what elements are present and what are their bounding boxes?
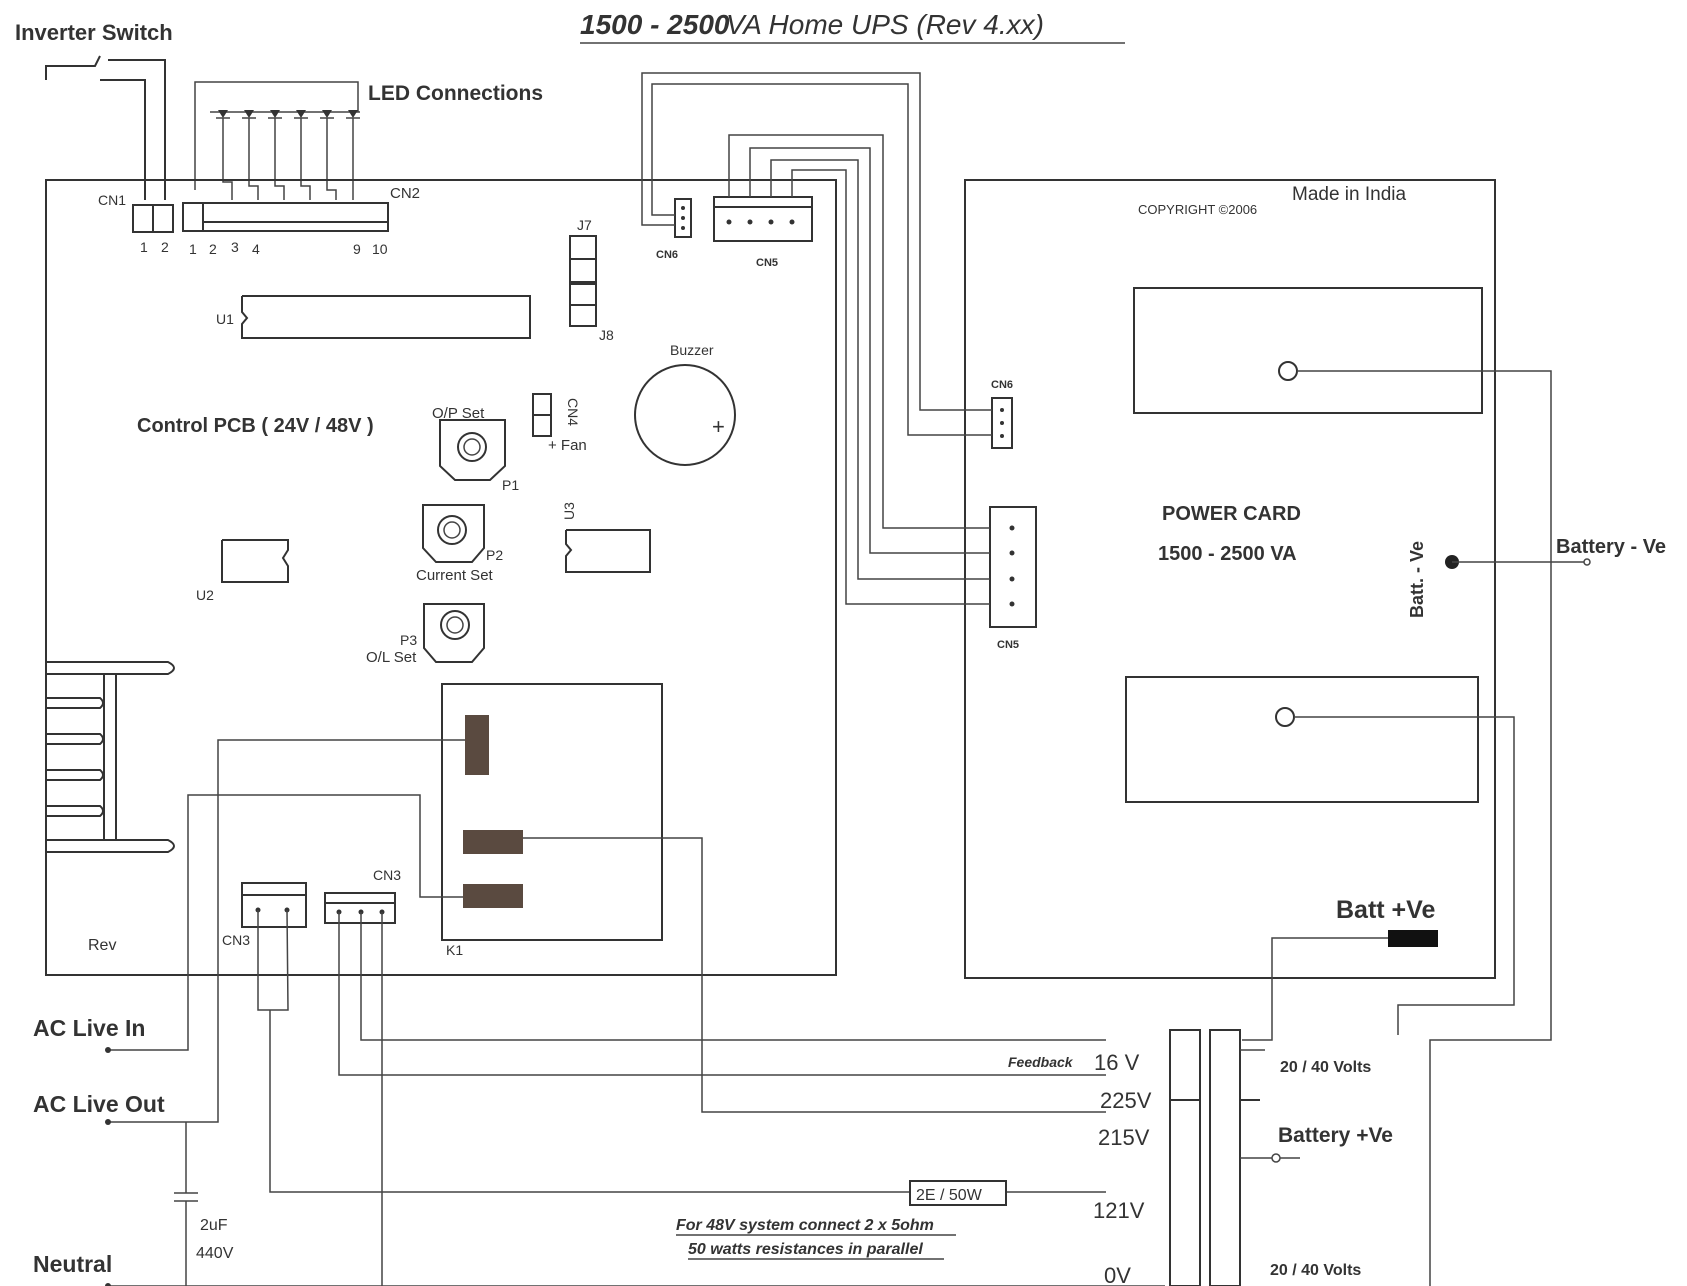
svg-text:9: 9 [353, 241, 361, 257]
cn6-power-connector: CN6 [991, 379, 1013, 449]
cap-value-label: 2uF [200, 1217, 228, 1234]
op-set-label: O/P Set [432, 405, 485, 422]
svg-text:P3: P3 [400, 632, 417, 648]
rev-label: Rev [88, 937, 116, 954]
svg-text:P1: P1 [502, 477, 519, 493]
preset-p3: P3 O/L Set [366, 603, 485, 666]
svg-text:2E / 50W: 2E / 50W [916, 1187, 983, 1204]
led-connections-label: LED Connections [368, 82, 543, 105]
note-line-1: For 48V system connect 2 x 5ohm [676, 1217, 934, 1234]
copyright-label: COPYRIGHT ©2006 [1138, 202, 1257, 217]
svg-text:2: 2 [209, 241, 217, 257]
svg-text:3: 3 [231, 239, 239, 255]
cn1-connector: CN1 1 2 [98, 192, 174, 255]
current-set-label: Current Set [416, 567, 494, 584]
u1-ic: U1 [216, 295, 531, 339]
transformer-secondary-wires [1240, 1049, 1300, 1163]
volts-top-label: 20 / 40 Volts [1280, 1059, 1371, 1076]
fan-label: + Fan [548, 437, 587, 454]
j7-j8-jumpers: J7 J8 [569, 217, 614, 343]
neutral-label: Neutral [33, 1251, 112, 1277]
preset-p1: O/P Set P1 [432, 405, 519, 493]
svg-text:4: 4 [252, 241, 260, 257]
svg-text:J8: J8 [599, 327, 614, 343]
led-icon [216, 110, 360, 119]
tap-225v-label: 225V [1100, 1088, 1152, 1113]
svg-text:CN3: CN3 [373, 867, 401, 883]
preset-p2: P2 Current Set [416, 504, 503, 584]
heatsink-lower [1125, 676, 1479, 803]
svg-text:CN5: CN5 [997, 639, 1019, 651]
batt-plus-label: Batt +Ve [1336, 896, 1435, 924]
cn5-power-connector: CN5 [989, 506, 1037, 651]
cn3-right-connector: CN3 [324, 867, 401, 924]
svg-text:2: 2 [161, 239, 169, 255]
note-line-2: 50 watts resistances in parallel [688, 1241, 923, 1258]
inverter-switch-label: Inverter Switch [15, 20, 173, 45]
svg-text:P2: P2 [486, 547, 503, 563]
batt-minus-vertical-label: Batt. - Ve [1407, 541, 1427, 618]
svg-text:CN3: CN3 [222, 932, 250, 948]
svg-text:CN4: CN4 [565, 398, 581, 426]
svg-text:Buzzer: Buzzer [670, 342, 714, 358]
svg-text:J7: J7 [577, 217, 592, 233]
svg-text:CN5: CN5 [756, 257, 778, 269]
made-in-india-label: Made in India [1292, 184, 1407, 205]
svg-text:U3: U3 [561, 502, 577, 520]
tap-215v-label: 215V [1098, 1125, 1150, 1150]
inverter-switch-wires [45, 55, 166, 200]
tap-16v-label: 16 V [1094, 1050, 1140, 1075]
svg-text:CN2: CN2 [390, 185, 420, 202]
u3-ic: U3 [561, 502, 651, 573]
signal-wires [641, 72, 1584, 1286]
control-pcb-board [45, 179, 837, 976]
ac-wires [108, 739, 1165, 1286]
svg-text:1: 1 [189, 241, 197, 257]
u2-ic: U2 [196, 539, 289, 603]
cn6-top-connector: CN6 [656, 198, 692, 261]
svg-text:10: 10 [372, 241, 388, 257]
title-part-1: 1500 - 2500 [580, 9, 730, 40]
control-pcb-label: Control PCB ( 24V / 48V ) [137, 415, 374, 437]
title-part-2: VA Home UPS (Rev 4.xx) [726, 9, 1044, 40]
ac-live-in-label: AC Live In [33, 1015, 145, 1041]
svg-text:U1: U1 [216, 311, 234, 327]
cn2-connector: CN2 1 2 3 4 9 10 [182, 185, 420, 257]
battery-minus-label: Battery - Ve [1556, 536, 1666, 558]
tap-0v-label: 0V [1104, 1263, 1131, 1286]
svg-text:+: + [712, 414, 725, 439]
ol-set-label: O/L Set [366, 649, 417, 666]
svg-text:K1: K1 [446, 942, 463, 958]
feedback-label: Feedback [1008, 1054, 1074, 1070]
svg-text:U2: U2 [196, 587, 214, 603]
resistor-2e-50w: 2E / 50W [909, 1180, 1007, 1206]
buzzer: + Buzzer [634, 342, 736, 466]
ac-live-out-label: AC Live Out [33, 1091, 165, 1117]
cn3-left-connector: CN3 [222, 882, 307, 948]
heatsink [46, 661, 175, 853]
power-card-label: POWER CARD [1162, 503, 1301, 525]
svg-text:1: 1 [140, 239, 148, 255]
relay-k1: K1 [441, 683, 663, 958]
heatsink-upper [1133, 287, 1483, 414]
power-card-rating: 1500 - 2500 VA [1158, 543, 1297, 565]
cn5-top-connector: CN5 [713, 196, 813, 269]
cap-voltage-label: 440V [196, 1245, 234, 1262]
led-array [194, 81, 360, 200]
tap-121v-label: 121V [1093, 1198, 1145, 1223]
svg-text:CN6: CN6 [991, 379, 1013, 391]
svg-text:CN6: CN6 [656, 249, 678, 261]
battery-plus-label: Battery +Ve [1278, 1124, 1393, 1147]
svg-text:CN1: CN1 [98, 192, 126, 208]
cn4-connector: CN4 + Fan [532, 393, 587, 454]
volts-bottom-label: 20 / 40 Volts [1270, 1262, 1361, 1279]
batt-plus-terminal [1388, 930, 1438, 947]
